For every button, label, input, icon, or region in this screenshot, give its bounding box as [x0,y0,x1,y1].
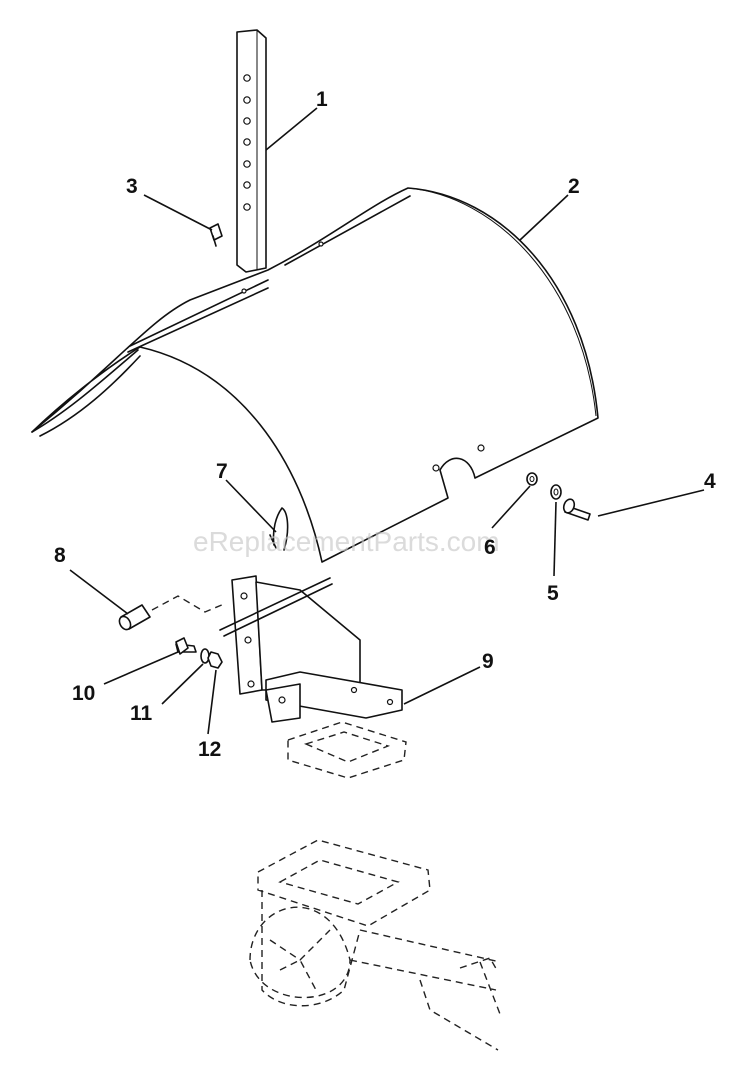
callout-2: 2 [568,175,580,198]
callout-7: 7 [216,460,228,483]
bracket-lock-washer [200,648,210,664]
watermark-text: eReplacementParts.com [193,526,500,557]
callout-labels: 1 2 3 4 5 6 7 8 9 10 11 12 [54,88,716,761]
callout-1: 1 [316,88,328,111]
callout-4: 4 [704,470,716,493]
transmission-reference [249,839,501,1051]
callout-8: 8 [54,544,66,567]
leader-lines [69,107,705,735]
callout-11: 11 [130,702,153,725]
bracket-bolt [175,637,197,655]
tine-hood [31,187,599,563]
callout-5: 5 [547,582,559,605]
depth-bar [236,29,267,273]
hood-bracket [219,575,403,723]
clevis-pin [118,595,225,631]
small-bolt [209,223,223,247]
callout-9: 9 [482,650,494,673]
gasket-outline [287,721,407,779]
callout-6: 6 [484,536,496,559]
hairpin-clip [269,507,289,551]
lock-washer [550,484,562,500]
flat-washer [526,472,538,486]
hood-bolt [562,498,591,521]
callout-10: 10 [72,682,95,705]
bracket-nut [207,651,223,669]
callout-12: 12 [198,738,221,761]
callout-3: 3 [126,175,138,198]
